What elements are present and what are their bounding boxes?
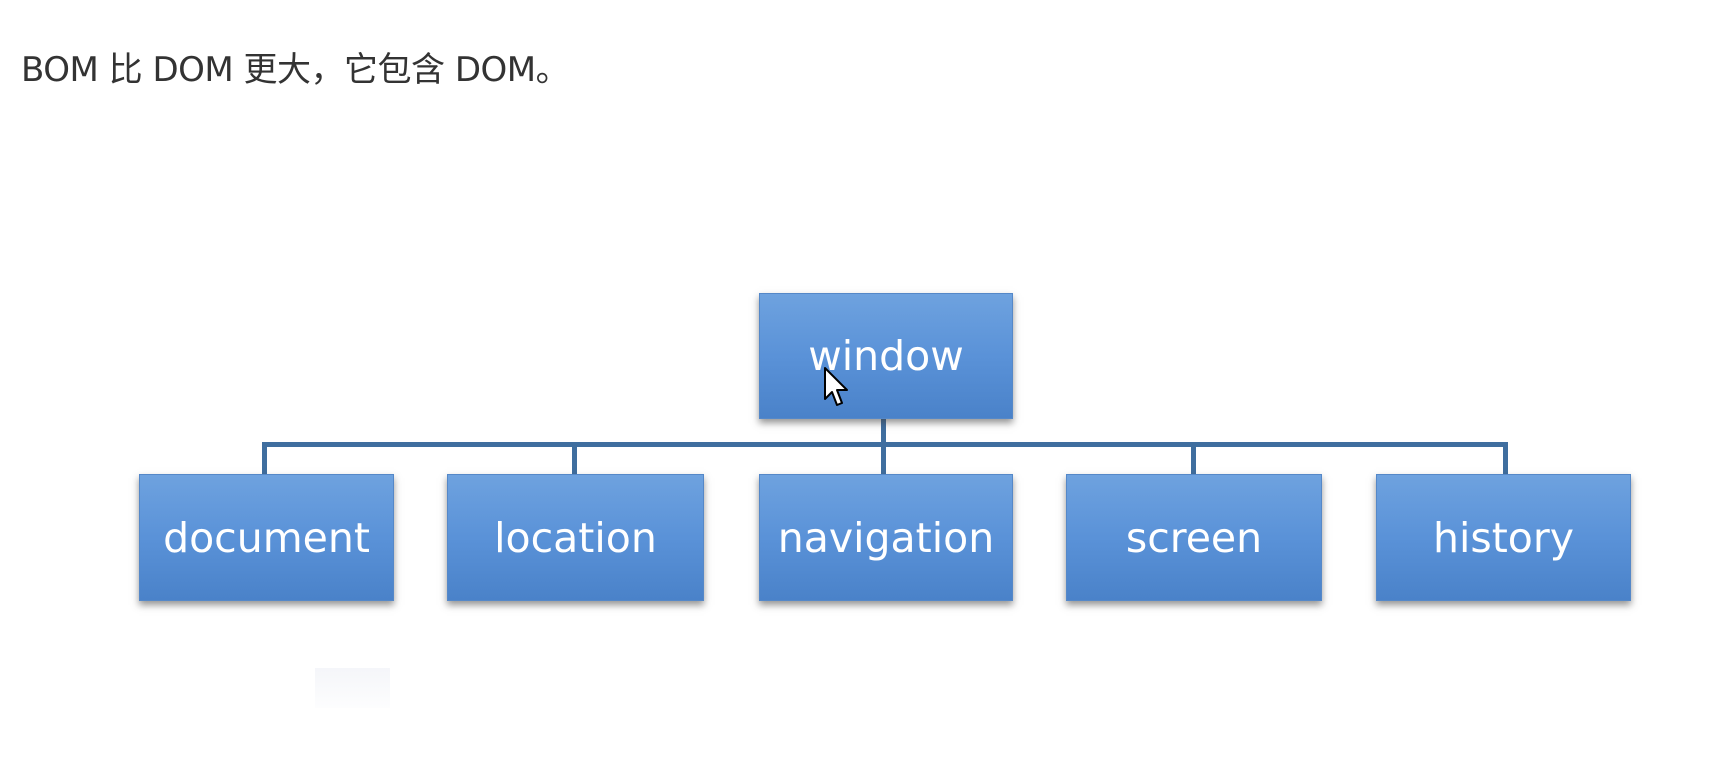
connector-root-stem (881, 419, 886, 446)
mouse-pointer-icon (824, 367, 848, 406)
node-document: document (139, 474, 394, 601)
heading-text: BOM 比 DOM 更大，它包含 DOM。 (21, 50, 570, 90)
connector-child-screen (1191, 442, 1196, 475)
node-window: window (759, 293, 1013, 419)
node-location: location (447, 474, 704, 601)
node-screen: screen (1066, 474, 1322, 601)
node-history: history (1376, 474, 1631, 601)
connector-child-location (572, 442, 577, 475)
connector-child-history (1503, 442, 1508, 475)
connector-child-navigation (881, 442, 886, 475)
faint-smudge (315, 668, 390, 708)
connector-child-document (262, 442, 267, 475)
node-navigation: navigation (759, 474, 1013, 601)
